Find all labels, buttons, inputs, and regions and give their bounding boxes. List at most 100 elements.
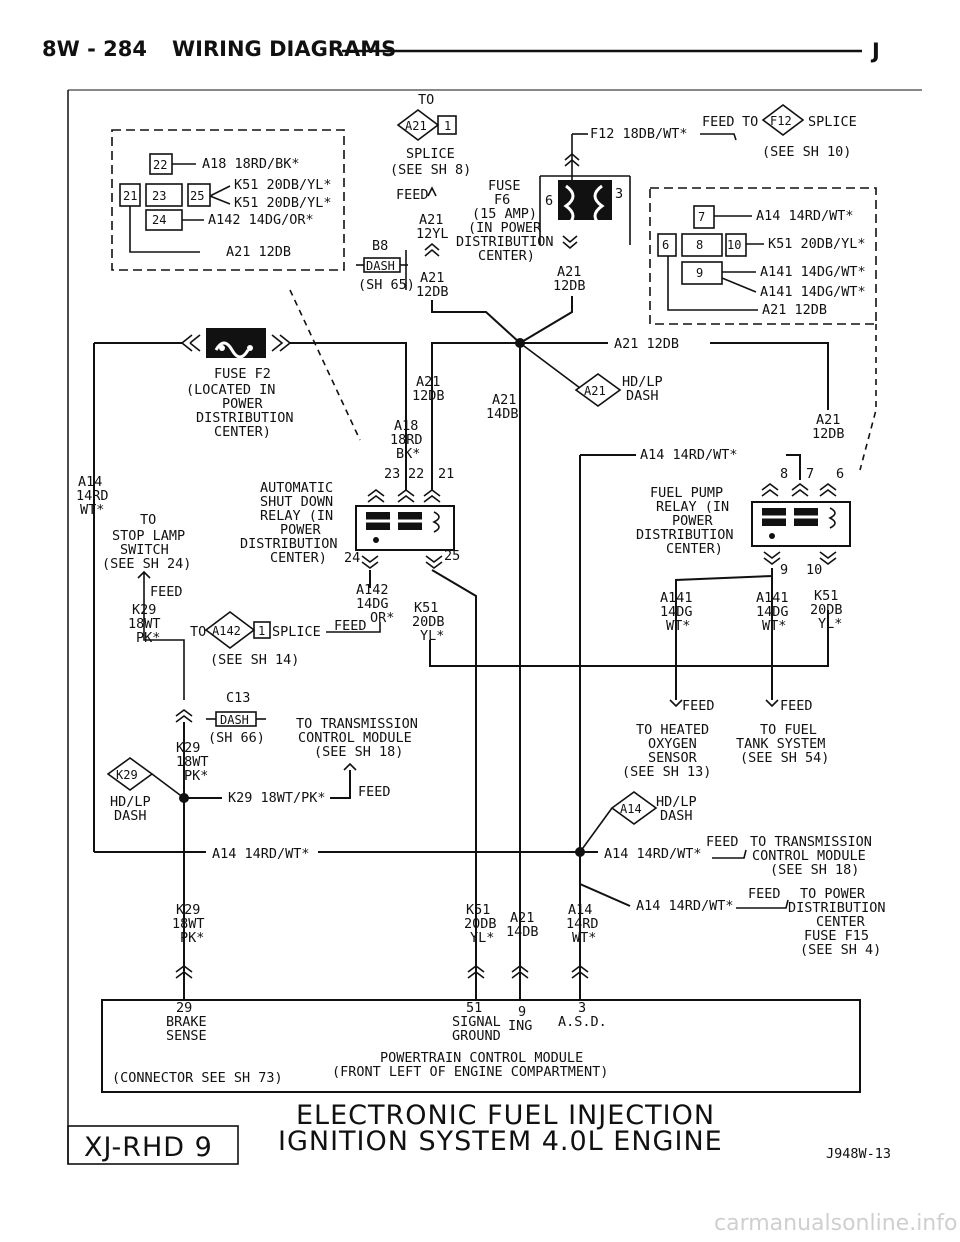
svg-text:1: 1	[444, 119, 451, 133]
a21-12db-a: A21	[420, 270, 444, 286]
fuel-pump-connector-box	[649, 187, 877, 325]
dash-connector-top: DASH	[356, 257, 408, 273]
svg-text:DASH: DASH	[220, 713, 249, 727]
bus-pwr2: DISTRIBUTION	[788, 900, 886, 916]
pcm-p51: 51	[466, 1000, 482, 1016]
c13-dash-connector: DASH	[206, 711, 266, 727]
a21-hdlp-diamond: A21	[574, 373, 622, 407]
f12-to: TO	[742, 114, 758, 130]
pcm-a21b: 14DB	[506, 924, 539, 940]
c13-label: C13	[226, 690, 250, 706]
pcm-a21a: A21	[510, 910, 534, 926]
c13-tcm1: TO TRANSMISSION	[296, 716, 418, 732]
c13-feed: FEED	[358, 784, 391, 800]
asd-a21b: 12DB	[412, 388, 445, 404]
f6-out-a21: A21	[557, 264, 581, 280]
svg-text:9: 9	[696, 266, 703, 280]
svg-text:10: 10	[727, 238, 741, 252]
ls-a14a: A14	[78, 474, 102, 490]
fp-l3: POWER	[672, 513, 714, 529]
page-number: 8W - 284	[42, 37, 147, 61]
rb-a21-lead	[667, 256, 758, 311]
bus-pwr4: FUSE F15	[804, 928, 869, 944]
k29-hdlp-diamond: K29	[106, 757, 154, 791]
svg-text:7: 7	[698, 210, 705, 224]
bus-pwr5: (SEE SH 4)	[800, 942, 881, 958]
right-a21: A21 12DB	[762, 302, 827, 318]
f2-l3: POWER	[222, 396, 264, 412]
svg-text:DISTRIBUTION: DISTRIBUTION	[456, 234, 554, 250]
bus-tcm2: CONTROL MODULE	[752, 848, 866, 864]
b8-connector-chevron	[424, 242, 440, 257]
asd-a18-3: BK*	[396, 446, 420, 462]
svg-text:F6: F6	[494, 192, 510, 208]
fp-tank2: TANK SYSTEM	[736, 736, 825, 752]
c13-k29c: PK*	[184, 768, 208, 784]
f12-feed: FEED	[702, 114, 735, 130]
f12-wire-label: F12 18DB/WT*	[590, 126, 688, 142]
fp-k51a: K51	[814, 588, 838, 604]
fp-tank1: TO FUEL	[760, 722, 817, 738]
a21-14db-2: 14DB	[486, 406, 519, 422]
ls-a14c: WT*	[80, 502, 104, 518]
pcm-k29c: PK*	[180, 930, 204, 946]
a21-12db-b: 12DB	[416, 284, 449, 300]
footer-title2: IGNITION SYSTEM 4.0L ENGINE	[278, 1126, 723, 1157]
footer-badge: XJ-RHD 9	[84, 1132, 213, 1163]
ls-stop3: (SEE SH 24)	[102, 556, 191, 572]
fuse-f2	[181, 328, 292, 359]
pcm-k51b: 20DB	[464, 916, 497, 932]
k51-a: K51	[414, 600, 438, 616]
pcm-box	[101, 999, 861, 1093]
k29-tcm-hook	[330, 770, 351, 799]
asd-l5: DISTRIBUTION	[240, 536, 338, 552]
fp-a141b3: WT*	[762, 618, 786, 634]
c13-hdlp: HD/LP	[110, 794, 151, 810]
c13-chevron	[175, 709, 193, 723]
svg-text:F12: F12	[770, 114, 792, 128]
svg-text:A14: A14	[620, 802, 642, 816]
pcm-brake: BRAKE	[166, 1014, 207, 1030]
a142-splice: SPLICE	[272, 624, 321, 640]
a14-fp-hook	[786, 454, 801, 480]
pcm-k29a: K29	[176, 902, 200, 918]
c13-tcm2: CONTROL MODULE	[298, 730, 412, 746]
hdlp-a21-leader	[519, 342, 581, 389]
left-k51a: K51 20DB/YL*	[234, 177, 332, 193]
ls-a14b: 14RD	[76, 488, 109, 504]
a21-12yl-1: A21	[419, 212, 443, 228]
bus-feed1-arrow	[712, 849, 747, 859]
ls-feed: FEED	[150, 584, 183, 600]
bus-feed2: FEED	[748, 886, 781, 902]
svg-text:CENTER): CENTER)	[478, 248, 535, 264]
fp-a21-2: 12DB	[812, 426, 845, 442]
fp-k51b: 20DB	[810, 602, 843, 618]
f2-right-wire	[290, 342, 407, 490]
bus-left: A14 14RD/WT*	[212, 846, 310, 862]
pcm-p9: 9	[518, 1004, 526, 1020]
fuse-f6-bottom-chevron	[562, 235, 578, 250]
fp-p7: 7	[806, 466, 814, 482]
a141-left-wire	[675, 568, 773, 700]
c13-k29a: K29	[176, 740, 200, 756]
leader-right-box	[859, 324, 877, 471]
fp-feed1: FEED	[682, 698, 715, 714]
ls-k29b: 18WT	[128, 616, 161, 632]
svg-text:A21: A21	[584, 384, 606, 398]
bus-pwr1: TO POWER	[800, 886, 866, 902]
f12-splice-text: SPLICE	[808, 114, 857, 130]
section-title: WIRING DIAGRAMS	[172, 37, 396, 61]
rb-a141-lead	[721, 271, 757, 293]
a21-right-run	[710, 342, 829, 410]
fp-l4: DISTRIBUTION	[636, 527, 734, 543]
svg-text:23: 23	[152, 189, 166, 203]
fuel-pump-relay	[751, 483, 851, 565]
svg-text:A142: A142	[212, 624, 241, 638]
asd-a18-1: A18	[394, 418, 418, 434]
asd-connector-box	[111, 129, 345, 271]
fp-a141b1: A141	[756, 590, 789, 606]
stop-lamp-wire	[137, 570, 185, 700]
fp-a141a3: WT*	[666, 618, 690, 634]
right-a14: A14 14RD/WT*	[756, 208, 854, 224]
